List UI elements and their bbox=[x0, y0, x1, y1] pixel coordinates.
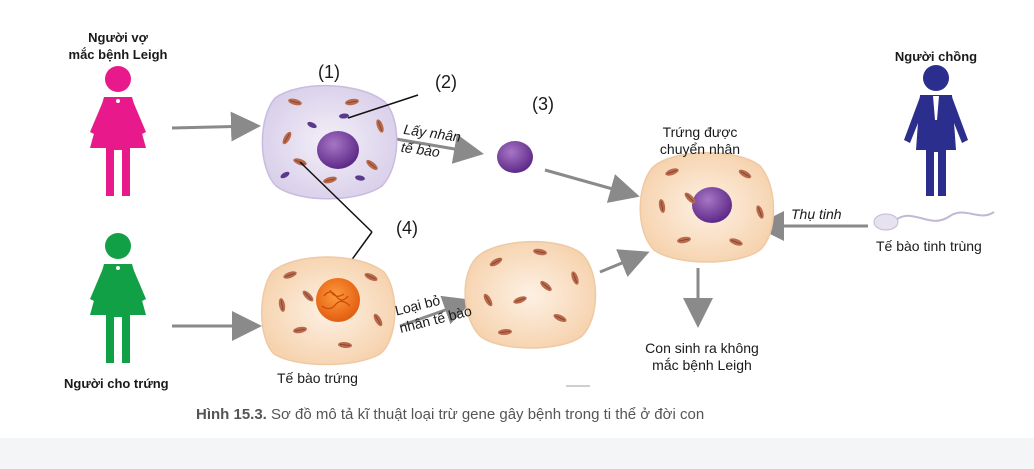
label-1: (1) bbox=[318, 62, 340, 82]
reconstructed-egg-cell bbox=[639, 152, 775, 263]
reconstructed-nucleus bbox=[692, 187, 732, 223]
enucleated-egg-cell bbox=[464, 240, 597, 349]
donor-label: Người cho trứng bbox=[64, 376, 169, 391]
wife-egg-cell bbox=[261, 85, 398, 200]
offspring-label: Con sinh ra không mắc bệnh Leigh bbox=[645, 340, 759, 373]
donor-nucleus bbox=[316, 278, 360, 322]
label-3: (3) bbox=[532, 94, 554, 114]
fertilization-label: Thụ tinh bbox=[791, 206, 842, 222]
donor-figure-icon bbox=[90, 233, 146, 363]
label-4: (4) bbox=[396, 218, 418, 238]
donor-egg-cell bbox=[261, 256, 396, 366]
sperm-label: Tế bào tinh trùng bbox=[876, 238, 982, 254]
wife-figure-icon bbox=[90, 66, 146, 196]
caption-prefix: Hình 15.3. bbox=[196, 406, 267, 423]
wife-nucleus bbox=[317, 131, 359, 169]
caption-text: Sơ đồ mô tả kĩ thuật loại trừ gene gây b… bbox=[266, 406, 705, 423]
husband-figure-icon bbox=[904, 65, 968, 196]
egg-cell-label: Tế bào trứng bbox=[277, 370, 358, 386]
sperm-cell-icon bbox=[873, 211, 995, 231]
wife-label: Người vợ mắc bệnh Leigh bbox=[68, 30, 168, 62]
egg-transferred-label: Trứng được chuyển nhân bbox=[659, 124, 741, 157]
husband-label: Người chồng bbox=[894, 49, 978, 64]
transferred-nucleus bbox=[497, 141, 533, 173]
label-2: (2) bbox=[435, 72, 457, 92]
diagram-panel bbox=[0, 0, 1034, 438]
figure-caption: Hình 15.3. Sơ đồ mô tả kĩ thuật loại trừ… bbox=[196, 406, 704, 423]
